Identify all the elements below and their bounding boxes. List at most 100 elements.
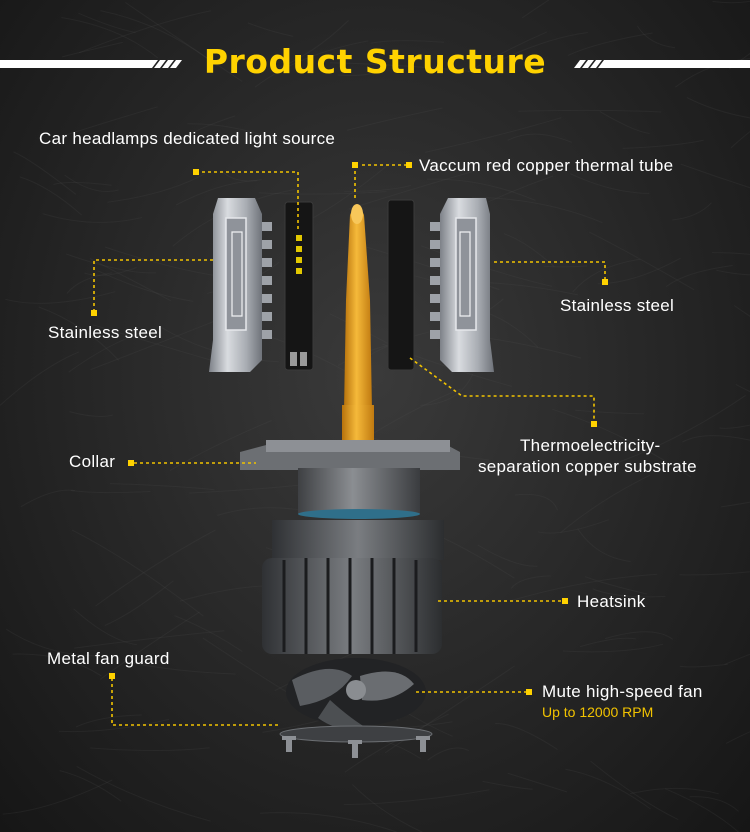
header-stripe-left-3 <box>170 60 182 68</box>
texture-scratch <box>482 780 533 790</box>
copper-thermal-tube <box>342 204 374 445</box>
label-substrate-line1: Thermoelectricity- <box>520 436 661 455</box>
texture-scratch <box>61 17 159 59</box>
texture-scratch <box>495 722 558 751</box>
texture-scratch <box>567 32 653 56</box>
texture-scratch <box>686 97 750 119</box>
texture-scratch <box>716 269 750 276</box>
header-stripe-right-3 <box>590 60 602 68</box>
marker-collar <box>128 460 134 466</box>
texture-scratch <box>99 611 200 680</box>
texture-scratch <box>344 713 449 773</box>
collar-part <box>240 440 460 470</box>
leader-steel-right <box>494 261 606 280</box>
texture-scratch <box>79 10 212 54</box>
copper-substrate-board <box>387 199 415 371</box>
texture-scratch <box>510 575 551 589</box>
texture-scratch <box>467 31 548 73</box>
texture-scratch <box>599 111 650 134</box>
texture-scratch <box>71 529 204 617</box>
texture-scratch <box>19 176 82 216</box>
texture-scratch <box>73 608 138 646</box>
label-substrate-line2: separation copper substrate <box>478 457 697 476</box>
texture-scratch <box>728 52 750 70</box>
texture-scratch <box>730 131 750 149</box>
texture-scratch <box>95 529 216 607</box>
header-bar-left <box>0 60 158 68</box>
texture-scratch <box>514 493 558 511</box>
texture-scratch <box>636 25 676 49</box>
texture-scratch <box>330 62 487 74</box>
texture-scratch <box>607 394 746 467</box>
header-stripe-right-1 <box>574 60 586 68</box>
texture-scratch <box>97 270 194 302</box>
leader-light-source <box>196 171 299 232</box>
texture-scratch <box>679 663 728 668</box>
texture-scratch <box>105 246 219 277</box>
heatsink-part <box>262 520 444 654</box>
light-source-board <box>284 201 314 371</box>
texture-scratch <box>90 747 210 752</box>
texture-scratch <box>0 351 79 406</box>
texture-scratch <box>352 784 424 832</box>
texture-scratch <box>247 22 294 37</box>
texture-scratch <box>590 760 679 821</box>
texture-scratch <box>348 169 477 210</box>
texture-scratch <box>665 265 733 287</box>
marker-fan-guard <box>109 673 115 679</box>
texture-scratch <box>127 661 236 675</box>
texture-scratch <box>273 20 349 71</box>
texture-scratch <box>104 580 174 626</box>
texture-scratch <box>427 178 536 201</box>
marker-thermal-tube <box>406 162 412 168</box>
texture-scratch <box>420 245 553 287</box>
texture-scratch <box>630 787 719 795</box>
texture-scratch <box>672 202 712 221</box>
texture-scratch <box>169 420 272 472</box>
texture-scratch <box>570 173 650 194</box>
texture-scratch <box>604 631 674 640</box>
texture-scratch <box>59 770 122 802</box>
texture-scratch <box>584 576 647 595</box>
texture-scratch <box>682 435 750 443</box>
texture-scratch <box>507 133 572 143</box>
texture-scratch <box>175 180 258 206</box>
texture-scratch <box>62 41 123 58</box>
texture-scratch <box>84 267 137 276</box>
texture-scratch <box>5 291 116 304</box>
texture-scratch <box>384 665 515 754</box>
texture-scratch <box>724 653 750 665</box>
texture-scratch <box>733 305 750 317</box>
texture-scratch <box>518 109 662 113</box>
header-decoration <box>0 60 750 68</box>
texture-scratch <box>64 174 119 193</box>
marker-steel-left <box>91 310 97 316</box>
texture-scratch <box>337 69 384 76</box>
label-fan-speed: Up to 12000 RPM <box>542 704 654 720</box>
texture-scratch <box>66 253 157 274</box>
texture-scratch <box>370 40 445 44</box>
marker-fan <box>526 689 532 695</box>
marker-steel-right <box>602 279 608 285</box>
texture-scratch <box>260 812 397 832</box>
texture-scratch <box>420 373 474 406</box>
header-stripe-left-1 <box>154 60 166 68</box>
texture-scratch <box>343 789 490 806</box>
header-stripe-right-2 <box>582 60 594 68</box>
texture-scratch <box>107 173 206 203</box>
texture-scratch <box>221 170 262 182</box>
label-steel-left: Stainless steel <box>48 323 163 342</box>
texture-scratch <box>679 571 750 576</box>
texture-scratch <box>509 573 658 602</box>
label-collar: Collar <box>69 452 116 471</box>
texture-scratch <box>477 544 538 567</box>
label-thermal-tube: Vaccum red copper thermal tube <box>419 156 674 175</box>
texture-scratch <box>552 408 692 478</box>
texture-scratch <box>13 151 77 195</box>
texture-scratch <box>125 2 243 82</box>
label-fan: Mute high-speed fan <box>542 682 703 701</box>
texture-scratch <box>69 411 114 417</box>
